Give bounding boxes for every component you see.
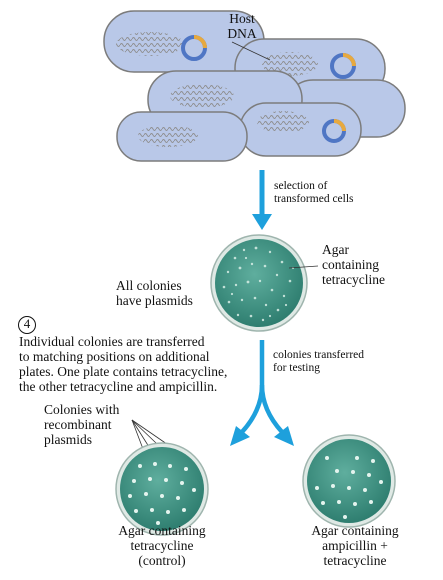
plate-control-line: (control) bbox=[138, 553, 186, 569]
colony-dots bbox=[315, 456, 383, 519]
step-number-badge bbox=[18, 316, 36, 334]
colonies-transferred-line: for testing bbox=[273, 361, 320, 374]
bacterial-cell bbox=[103, 10, 265, 73]
host-dna-label-line: DNA bbox=[227, 26, 257, 42]
bacterial-cell bbox=[116, 111, 248, 162]
step-description-line: plates. One plate contains tetracycline, bbox=[19, 364, 228, 380]
agar-plate-control bbox=[115, 442, 209, 536]
step-description-line: Individual colonies are transferred bbox=[19, 334, 205, 349]
plate-control-label: Agar containing tetracycline (control) bbox=[102, 523, 222, 568]
colonies-transferred-label: colonies transferred for testing bbox=[273, 349, 413, 375]
agar-plate-ampicillin-tetracycline bbox=[302, 434, 396, 528]
selection-step-line: transformed cells bbox=[274, 192, 354, 205]
recombinant-label-line: recombinant bbox=[44, 417, 112, 433]
colony-dots bbox=[222, 246, 295, 322]
step-number: 4 bbox=[23, 316, 31, 331]
colony-dots bbox=[128, 462, 196, 525]
step-description-line: the other tetracycline and ampicillin. bbox=[19, 379, 218, 395]
host-dna-pointer bbox=[231, 41, 271, 61]
selection-step-line: selection of bbox=[274, 180, 328, 192]
host-dna-label-line: Host bbox=[229, 11, 255, 26]
chromosomal-dna bbox=[257, 111, 309, 133]
chromosomal-dna bbox=[116, 32, 184, 56]
colonies-transferred-line: colonies transferred bbox=[273, 349, 365, 361]
plate-amp-tet-line: ampicillin + bbox=[322, 538, 388, 554]
agar-label-line: tetracycline bbox=[322, 272, 385, 288]
recombinant-label-line: plasmids bbox=[44, 432, 93, 448]
all-colonies-line: have plasmids bbox=[116, 293, 193, 309]
agar-pointer bbox=[288, 265, 319, 269]
chromosomal-dna bbox=[262, 52, 318, 76]
transfer-arrows bbox=[230, 340, 294, 446]
recombinant-colonies-label: Colonies with recombinant plasmids bbox=[44, 402, 154, 447]
agar-label-line: Agar bbox=[322, 242, 349, 257]
step-description: Individual colonies are transferred to m… bbox=[19, 334, 264, 394]
host-dna-label: Host DNA bbox=[222, 11, 262, 41]
plate-control-line: tetracycline bbox=[130, 538, 194, 554]
bacterial-cells bbox=[103, 10, 406, 162]
chromosomal-dna bbox=[170, 84, 234, 108]
all-colonies-label: All colonies have plasmids bbox=[116, 278, 216, 308]
agar-label-line: containing bbox=[322, 257, 379, 273]
plate-amp-tet-label: Agar containing ampicillin + tetracyclin… bbox=[295, 523, 415, 568]
step-description-line: to matching positions on additional bbox=[19, 349, 210, 365]
recombinant-label-line: Colonies with bbox=[44, 402, 120, 417]
plate-control-line: Agar containing bbox=[118, 523, 206, 538]
plate-amp-tet-line: Agar containing bbox=[311, 523, 399, 538]
bacterial-cell bbox=[239, 102, 362, 157]
all-colonies-line: All colonies bbox=[116, 278, 182, 293]
selection-step-label: selection of transformed cells bbox=[274, 180, 414, 206]
selection-arrow bbox=[252, 170, 272, 230]
plate-amp-tet-line: tetracycline bbox=[323, 553, 387, 569]
agar-tetracycline-label: Agar containing tetracycline bbox=[322, 242, 422, 287]
chromosomal-dna bbox=[138, 125, 198, 147]
agar-plate-tetracycline bbox=[210, 234, 308, 332]
